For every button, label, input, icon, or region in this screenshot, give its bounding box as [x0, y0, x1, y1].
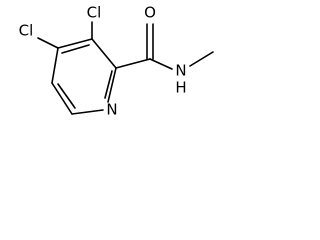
ring-double-bond-c3-c4	[61, 44, 90, 54]
ring-bond-n1-c2	[107, 67, 117, 103]
ring-bond-c6-n1	[71, 109, 104, 115]
ring-bond-c4-c5	[51, 47, 59, 84]
ring-double-bond-n1-c2	[104, 70, 113, 99]
pyridine-nitrogen-label: N	[106, 101, 117, 119]
ring-bond-c2-c3	[91, 38, 117, 69]
chlorine-atom-label: Cl	[19, 22, 34, 40]
molecule-diagram: Cl Cl O N H N	[19, 4, 214, 119]
chlorine-atom-label: Cl	[87, 4, 102, 22]
ring-double-bond-c5-c6	[57, 83, 76, 109]
bond-nitrogen-methyl	[189, 51, 214, 67]
amide-nitrogen-label: N	[175, 62, 186, 80]
ring-bond-c3-c4	[57, 38, 93, 49]
oxygen-atom-label: O	[144, 4, 156, 22]
molecule-structure-canvas: Cl Cl O N H N	[0, 0, 226, 134]
amide-hydrogen-label: H	[175, 79, 186, 97]
bond-c4-cl	[37, 37, 59, 49]
bond-carbonyl-nitrogen	[149, 58, 173, 70]
bond-c2-carbonyl	[115, 58, 151, 69]
ring-bond-c5-c6	[51, 82, 73, 115]
